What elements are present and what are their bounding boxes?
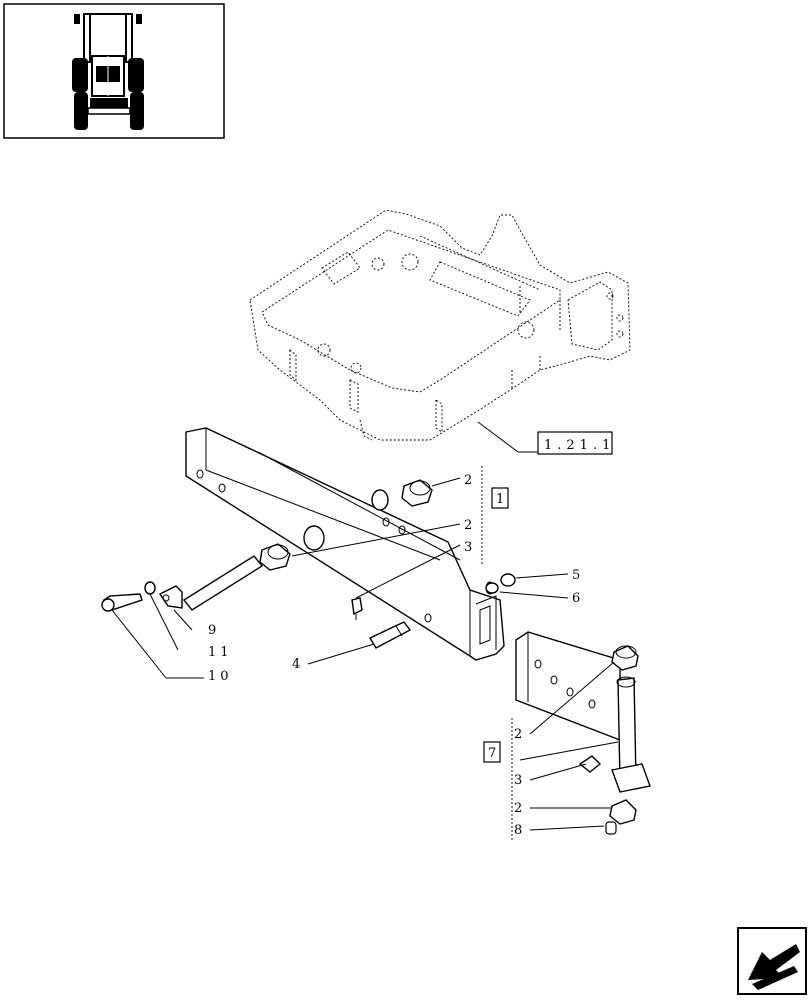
callout-8: 8 [514, 823, 526, 838]
callout-3: 3 [464, 540, 476, 555]
group-1-label: 1 [496, 492, 508, 507]
grease-nipple-upper [351, 597, 363, 620]
bushing-lower [259, 543, 291, 571]
group-box-7[interactable]: 7 [483, 741, 501, 763]
callout-2: 2 [464, 518, 476, 533]
bush-5 [500, 573, 516, 587]
tractor-front-view-icon [72, 13, 144, 130]
callout-5: 5 [572, 568, 584, 583]
dowel-8 [605, 821, 617, 835]
washer-6 [485, 582, 499, 594]
bushing-top-7 [611, 645, 639, 671]
callout-2: 2 [514, 801, 526, 816]
pin-4 [369, 621, 412, 649]
callout-3: 3 [514, 773, 526, 788]
bushing-bottom-7 [609, 799, 637, 825]
callout-2: 2 [514, 727, 526, 742]
callout-11: 11 [208, 645, 233, 660]
group-7-label: 7 [488, 746, 500, 761]
bolt [101, 593, 143, 612]
pivot-tube [611, 676, 651, 793]
bushing-upper [401, 479, 433, 507]
callout-10: 10 [208, 669, 233, 684]
leader-lines [111, 477, 619, 831]
front-axle-support-beam [185, 427, 505, 661]
tractor-thumbnail [3, 3, 225, 139]
reference-box[interactable]: 1.21.1 [537, 431, 615, 455]
front-support-bracket [515, 631, 621, 742]
back-arrow-icon[interactable] [737, 927, 807, 995]
washer [144, 581, 156, 595]
front-support-frame-reference [249, 209, 631, 453]
callout-9: 9 [208, 623, 220, 638]
pivot-pin [182, 555, 264, 611]
group-box-1[interactable]: 1 [491, 487, 509, 509]
callout-6: 6 [572, 591, 584, 606]
reference-label: 1.21.1 [544, 438, 615, 453]
callout-2: 2 [464, 473, 476, 488]
retaining-plate [158, 585, 183, 609]
callout-4: 4 [292, 657, 304, 672]
grease-nipple-lower [578, 755, 602, 773]
